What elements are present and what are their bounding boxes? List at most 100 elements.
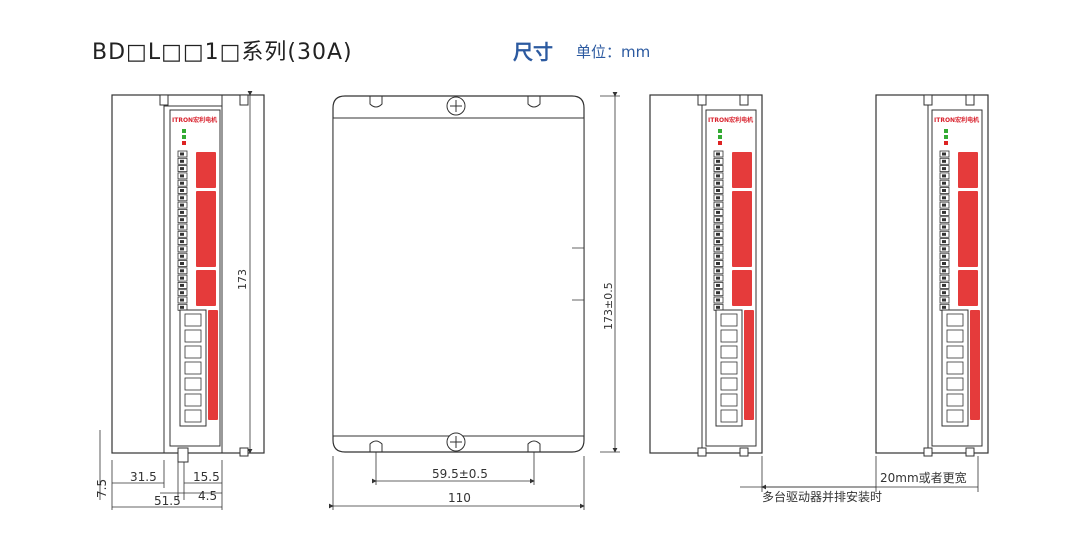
dim-hole-spacing: 59.5±0.5 bbox=[432, 467, 488, 481]
units-heading: 尺寸 bbox=[513, 40, 553, 64]
dim-height-tolerance: 173±0.5 bbox=[602, 282, 615, 330]
dim-height-173: 173 bbox=[236, 269, 249, 290]
connector-pin-hole bbox=[180, 225, 184, 229]
connector-pin-hole bbox=[180, 232, 184, 236]
connector-pin-hole bbox=[180, 276, 184, 280]
connector-pin-hole bbox=[180, 203, 184, 207]
connector-pin-hole bbox=[942, 283, 946, 287]
page-title: BD□L□□1□系列(30A) bbox=[92, 40, 353, 65]
connector-pin-hole bbox=[716, 174, 720, 178]
connector-pin-hole bbox=[716, 225, 720, 229]
connector-pin-hole bbox=[942, 276, 946, 280]
terminal-slot bbox=[946, 329, 964, 343]
terminal-slot bbox=[184, 345, 202, 359]
connector-pin-hole bbox=[180, 305, 184, 309]
terminal-slot bbox=[720, 393, 738, 407]
terminal-slot bbox=[720, 313, 738, 327]
terminal-slot bbox=[946, 361, 964, 375]
connector-pin-hole bbox=[716, 269, 720, 273]
connector-pin-hole bbox=[942, 254, 946, 258]
connector-pin-hole bbox=[716, 254, 720, 258]
brand-logo: ITRON宏利电机 bbox=[708, 116, 753, 124]
connector-pin-hole bbox=[180, 262, 184, 265]
connector-pin-hole bbox=[716, 262, 720, 265]
side-view-2: ITRON宏利电机 RXDTXDABGNDRUNDIRBRAKEMV5VSP0V… bbox=[649, 94, 763, 457]
connector-pin-hole bbox=[942, 203, 946, 207]
connector-pin-hole bbox=[180, 269, 184, 273]
terminal-slot bbox=[184, 361, 202, 375]
connector-pin-hole bbox=[716, 159, 720, 163]
left-dimensions bbox=[99, 91, 253, 510]
connector-pin-hole bbox=[180, 298, 184, 302]
connector-pin-hole bbox=[716, 218, 720, 222]
connector-pin-hole bbox=[180, 240, 184, 244]
connector-pin-hole bbox=[716, 181, 720, 185]
connector-pin-hole bbox=[180, 152, 184, 156]
connector-pin-hole bbox=[942, 232, 946, 236]
top-view bbox=[332, 95, 585, 453]
terminal-slot bbox=[720, 345, 738, 359]
connector-pin-hole bbox=[942, 269, 946, 273]
spacing-dimensions bbox=[740, 456, 979, 492]
connector-pin-hole bbox=[716, 203, 720, 207]
connector-pin-hole bbox=[716, 298, 720, 302]
connector-pin-hole bbox=[942, 218, 946, 222]
note-side-by-side: 多台驱动器并排安装时 bbox=[762, 489, 882, 504]
connector-pin-hole bbox=[180, 189, 184, 192]
connector-pin-hole bbox=[180, 196, 184, 200]
top-dimensions bbox=[329, 92, 620, 510]
connector-pin-hole bbox=[180, 291, 184, 295]
connector-pin-hole bbox=[180, 159, 184, 163]
connector-pin-hole bbox=[180, 247, 184, 251]
connector-pin-hole bbox=[716, 152, 720, 156]
connector-pin-hole bbox=[942, 298, 946, 302]
terminal-slot bbox=[184, 329, 202, 343]
connector-pin-hole bbox=[942, 210, 946, 214]
connector-pin-hole bbox=[942, 305, 946, 309]
connector-pin-hole bbox=[942, 174, 946, 178]
connector-pin-hole bbox=[942, 159, 946, 163]
connector-pin-hole bbox=[716, 276, 720, 280]
terminal-slot bbox=[184, 313, 202, 327]
dim-51-5: 51.5 bbox=[154, 494, 181, 508]
connector-pin-hole bbox=[942, 225, 946, 229]
terminal-slot bbox=[946, 345, 964, 359]
side-view-1: ITRON宏利电机 RXDTXDABGNDRUNDIRBRAKEMV5VSP0V… bbox=[111, 94, 265, 463]
connector-pin-hole bbox=[942, 247, 946, 251]
terminal-slot bbox=[720, 377, 738, 391]
terminal-slot bbox=[946, 409, 964, 423]
connector-pin-hole bbox=[716, 167, 720, 171]
side-view-3: ITRON宏利电机 RXDTXDABGNDRUNDIRBRAKEMV5VSP0V… bbox=[875, 94, 989, 457]
dim-7-5: 7.5 bbox=[95, 479, 109, 498]
connector-pin-hole bbox=[716, 189, 720, 192]
connector-pin-hole bbox=[716, 283, 720, 287]
connector-pin-hole bbox=[716, 232, 720, 236]
terminal-slot bbox=[720, 409, 738, 423]
connector-pin-hole bbox=[716, 291, 720, 295]
terminal-slot bbox=[720, 329, 738, 343]
connector-pin-hole bbox=[180, 167, 184, 171]
connector-pin-hole bbox=[180, 174, 184, 178]
connector-pin-hole bbox=[942, 291, 946, 295]
dim-31-5: 31.5 bbox=[130, 470, 157, 484]
connector-pin-hole bbox=[942, 181, 946, 185]
connector-pin-hole bbox=[942, 262, 946, 265]
connector-pin-hole bbox=[716, 305, 720, 309]
connector-pin-hole bbox=[180, 254, 184, 258]
dim-15-5: 15.5 bbox=[193, 470, 220, 484]
connector-pin-hole bbox=[716, 247, 720, 251]
note-gap: 20mm或者更宽 bbox=[880, 470, 967, 485]
terminal-slot bbox=[184, 409, 202, 423]
brand-logo: ITRON宏利电机 bbox=[934, 116, 979, 124]
units-value: 单位：mm bbox=[576, 43, 651, 61]
connector-pin-hole bbox=[942, 196, 946, 200]
terminal-slot bbox=[946, 377, 964, 391]
terminal-slot bbox=[184, 377, 202, 391]
connector-pin-hole bbox=[942, 189, 946, 192]
connector-pin-hole bbox=[716, 210, 720, 214]
connector-pin-hole bbox=[716, 240, 720, 244]
terminal-slot bbox=[946, 313, 964, 327]
connector-pin-hole bbox=[180, 181, 184, 185]
connector-pin-hole bbox=[942, 167, 946, 171]
